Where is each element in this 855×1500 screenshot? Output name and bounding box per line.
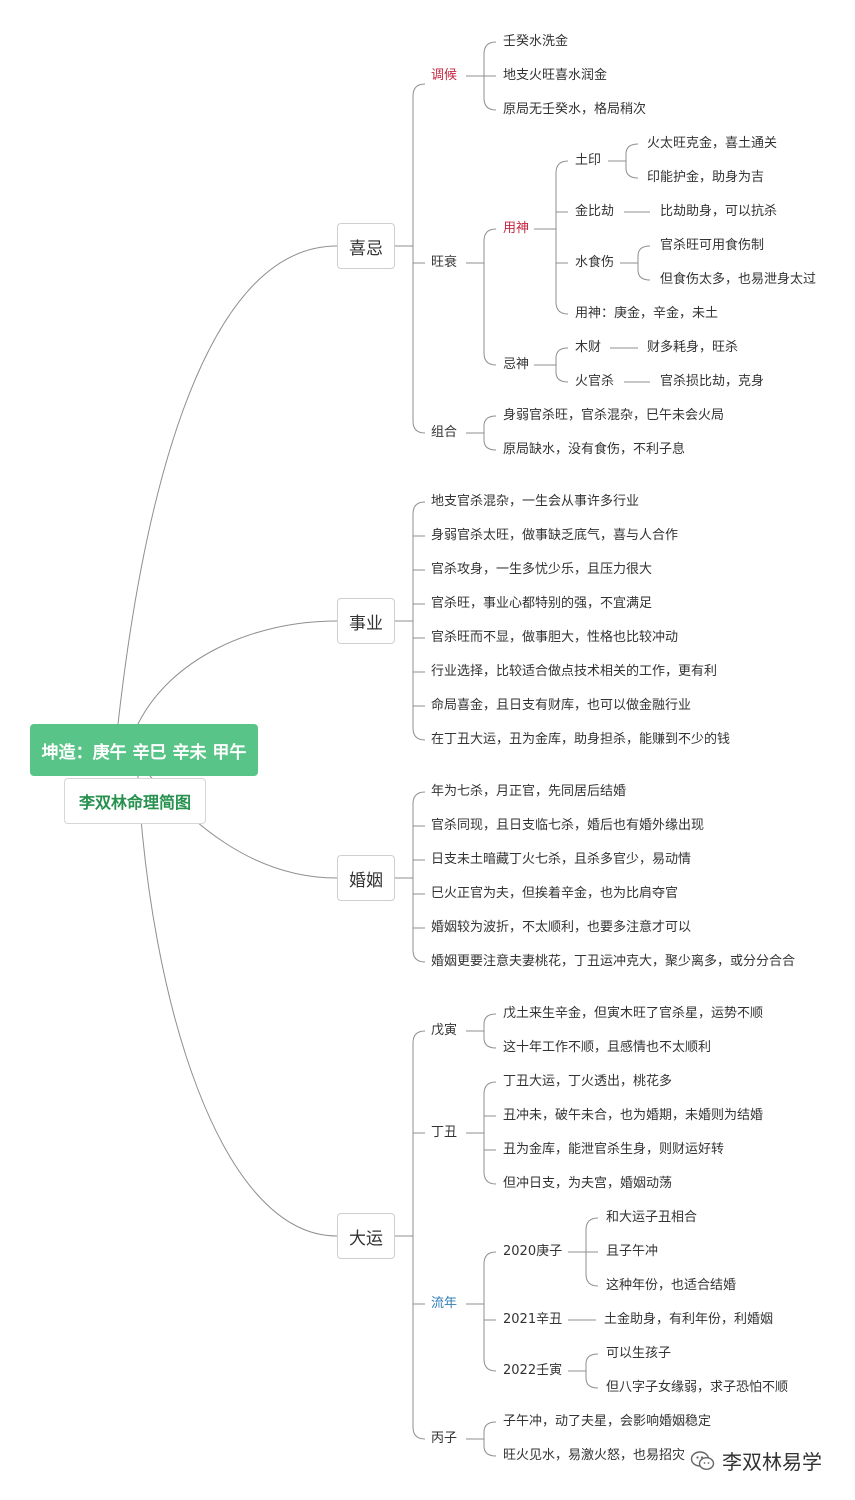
node-wangshuai[interactable]: 旺衰 (431, 255, 458, 270)
node-year-2022[interactable]: 2022壬寅 (503, 1363, 563, 1378)
leaf-item: 年为七杀，月正官，先同居后结婚 (431, 784, 627, 799)
node-huoguansha[interactable]: 火官杀 (575, 374, 615, 389)
node-mucai[interactable]: 木财 (575, 340, 602, 355)
wechat-icon (690, 1450, 715, 1470)
leaf-item: 财多耗身，旺杀 (647, 340, 739, 355)
leaf-item: 地支火旺喜水润金 (503, 68, 608, 83)
node-zuhe[interactable]: 组合 (431, 425, 458, 440)
leaf-item: 地支官杀混杂，一生会从事许多行业 (431, 494, 640, 509)
leaf-item: 这种年份，也适合结婚 (606, 1278, 737, 1293)
branch-shiye[interactable]: 事业 (337, 598, 395, 644)
leaf-item: 可以生孩子 (606, 1346, 672, 1361)
node-yongshen[interactable]: 用神 (503, 221, 530, 236)
leaf-item: 但食伤太多，也易泄身太过 (660, 272, 817, 287)
subtitle-node: 李双林命理简图 (64, 778, 206, 824)
leaf-item: 命局喜金，且日支有财库，也可以做金融行业 (431, 698, 692, 713)
leaf-item: 丁丑大运，丁火透出，桃花多 (503, 1074, 673, 1089)
leaf-item: 官杀损比劫，克身 (660, 374, 765, 389)
watermark: 李双林易学 (690, 1446, 822, 1475)
leaf-item: 旺火见水，易激火怒，也易招灾 (503, 1448, 686, 1463)
branch-dayun[interactable]: 大运 (337, 1213, 395, 1259)
leaf-item: 丑冲未，破午未合，也为婚期，未婚则为结婚 (503, 1108, 764, 1123)
node-year-2021[interactable]: 2021辛丑 (503, 1312, 563, 1327)
watermark-text: 李双林易学 (722, 1450, 822, 1474)
leaf-item: 子午冲，动了夫星，会影响婚姻稳定 (503, 1414, 712, 1429)
leaf-item: 和大运子丑相合 (606, 1210, 698, 1225)
node-tuyin[interactable]: 土印 (575, 153, 602, 168)
node-shuishishang[interactable]: 水食伤 (575, 255, 615, 270)
leaf-item: 官杀旺而不显，做事胆大，性格也比较冲动 (431, 630, 679, 645)
node-dingchou[interactable]: 丁丑 (431, 1125, 458, 1140)
leaf-item: 官杀同现，且日支临七杀，婚后也有婚外缘出现 (431, 818, 705, 833)
leaf-item: 用神：庚金，辛金，未土 (575, 306, 719, 321)
leaf-item: 但冲日支，为夫宫，婚姻动荡 (503, 1176, 673, 1191)
leaf-item: 巳火正官为夫，但挨着辛金，也为比肩夺官 (431, 886, 679, 901)
node-jinbijie[interactable]: 金比劫 (575, 204, 615, 219)
leaf-item: 但八字子女缘弱，求子恐怕不顺 (606, 1380, 789, 1395)
leaf-item: 身弱官杀旺，官杀混杂，巳午未会火局 (503, 408, 725, 423)
leaf-item: 土金助身，有利年份，利婚姻 (604, 1312, 774, 1327)
node-wuyin[interactable]: 戊寅 (431, 1023, 458, 1038)
leaf-item: 丑为金库，能泄官杀生身，则财运好转 (503, 1142, 725, 1157)
leaf-item: 且子午冲 (606, 1244, 659, 1259)
leaf-item: 原局无壬癸水，格局稍次 (503, 102, 647, 117)
node-tiaohou[interactable]: 调候 (431, 68, 458, 83)
node-year-2020[interactable]: 2020庚子 (503, 1244, 563, 1259)
leaf-item: 婚姻更要注意夫妻桃花，丁丑运冲克大，聚少离多，或分分合合 (431, 954, 796, 969)
leaf-item: 官杀旺，事业心都特别的强，不宜满足 (431, 596, 653, 611)
leaf-item: 原局缺水，没有食伤，不利子息 (503, 442, 686, 457)
leaf-item: 婚姻较为波折，不太顺利，也要多注意才可以 (431, 920, 692, 935)
branch-xiji[interactable]: 喜忌 (337, 223, 395, 269)
leaf-item: 官杀旺可用食伤制 (660, 238, 765, 253)
leaf-item: 行业选择，比较适合做点技术相关的工作，更有利 (431, 664, 718, 679)
leaf-item: 戊土来生辛金，但寅木旺了官杀星，运势不顺 (503, 1006, 764, 1021)
leaf-item: 这十年工作不顺，且感情也不太顺利 (503, 1040, 712, 1055)
leaf-item: 比劫助身，可以抗杀 (660, 204, 778, 219)
node-jishen[interactable]: 忌神 (503, 357, 530, 372)
leaf-item: 印能护金，助身为吉 (647, 170, 765, 185)
node-bingzi[interactable]: 丙子 (431, 1431, 458, 1446)
leaf-item: 在丁丑大运，丑为金库，助身担杀，能赚到不少的钱 (431, 732, 731, 747)
leaf-item: 身弱官杀太旺，做事缺乏底气，喜与人合作 (431, 528, 679, 543)
node-liunian[interactable]: 流年 (431, 1296, 458, 1311)
leaf-item: 官杀攻身，一生多忧少乐，且压力很大 (431, 562, 653, 577)
leaf-item: 火太旺克金，喜土通关 (647, 136, 778, 151)
root-node[interactable]: 坤造：庚午 辛巳 辛未 甲午 (30, 724, 258, 776)
leaf-item: 日支未土暗藏丁火七杀，且杀多官少，易动情 (431, 852, 692, 867)
branch-hunyin[interactable]: 婚姻 (337, 855, 395, 901)
leaf-item: 壬癸水洗金 (503, 34, 569, 49)
